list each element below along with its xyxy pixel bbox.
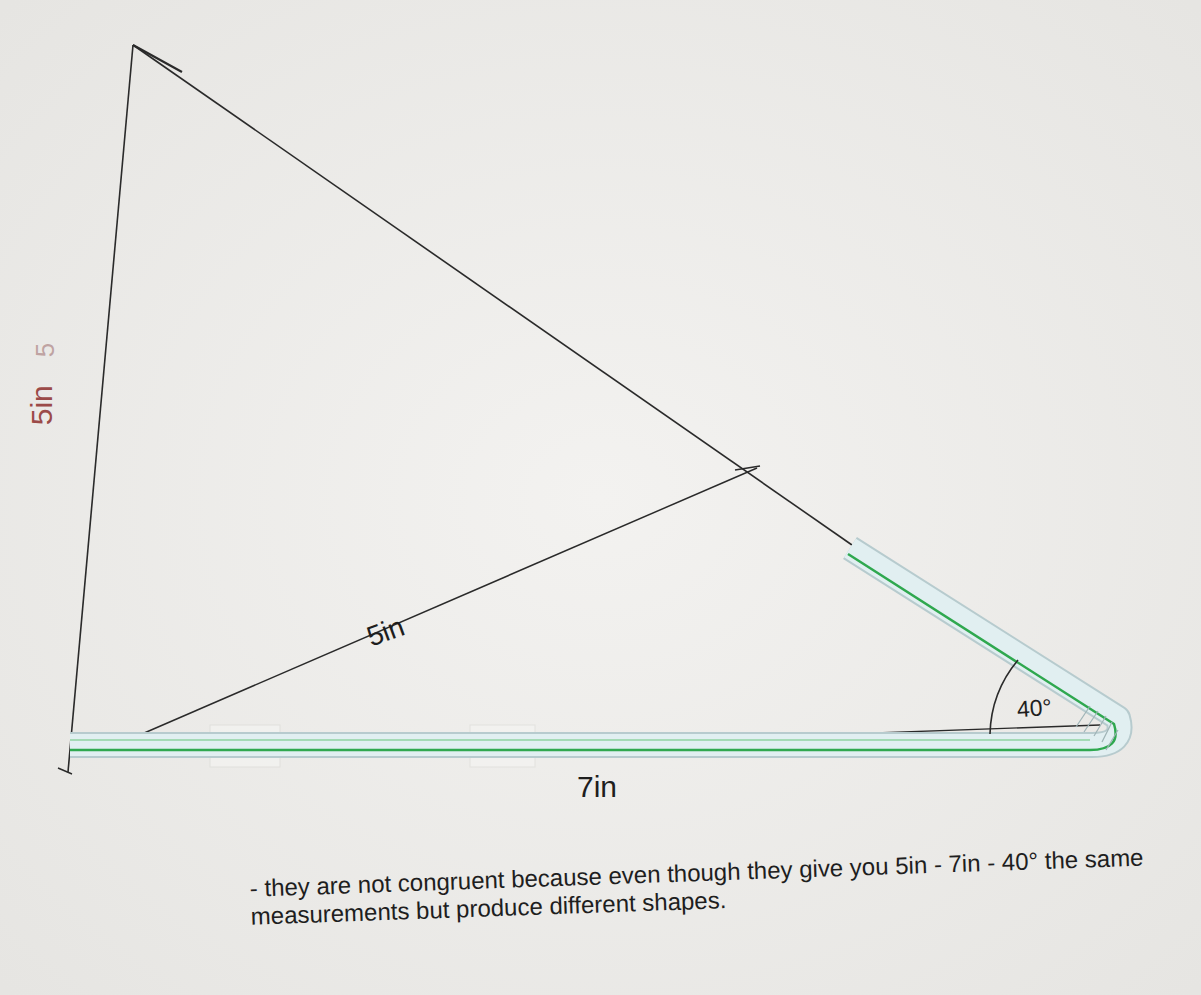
angle-label: 40° (1016, 694, 1053, 723)
straw-outline (70, 548, 1120, 745)
tick-mark (735, 466, 760, 470)
dimension-label: 7in (577, 770, 617, 805)
tick-mark (133, 45, 182, 72)
left-side-line (68, 45, 133, 772)
angle-arc (990, 660, 1018, 734)
dimension-label: 5in (25, 385, 60, 425)
straw-stripe (70, 554, 1116, 750)
hypotenuse-line (133, 45, 852, 545)
inner-side-line (135, 468, 757, 737)
straw-stripe (70, 739, 1090, 741)
straw-ridges (1076, 706, 1118, 750)
dimension-label: 5in (363, 610, 409, 653)
straw-body (70, 548, 1120, 745)
note-text: - they are not congruent because even th… (249, 844, 1150, 931)
tick-mark (58, 768, 72, 774)
erased-mark: 5 (31, 343, 61, 357)
